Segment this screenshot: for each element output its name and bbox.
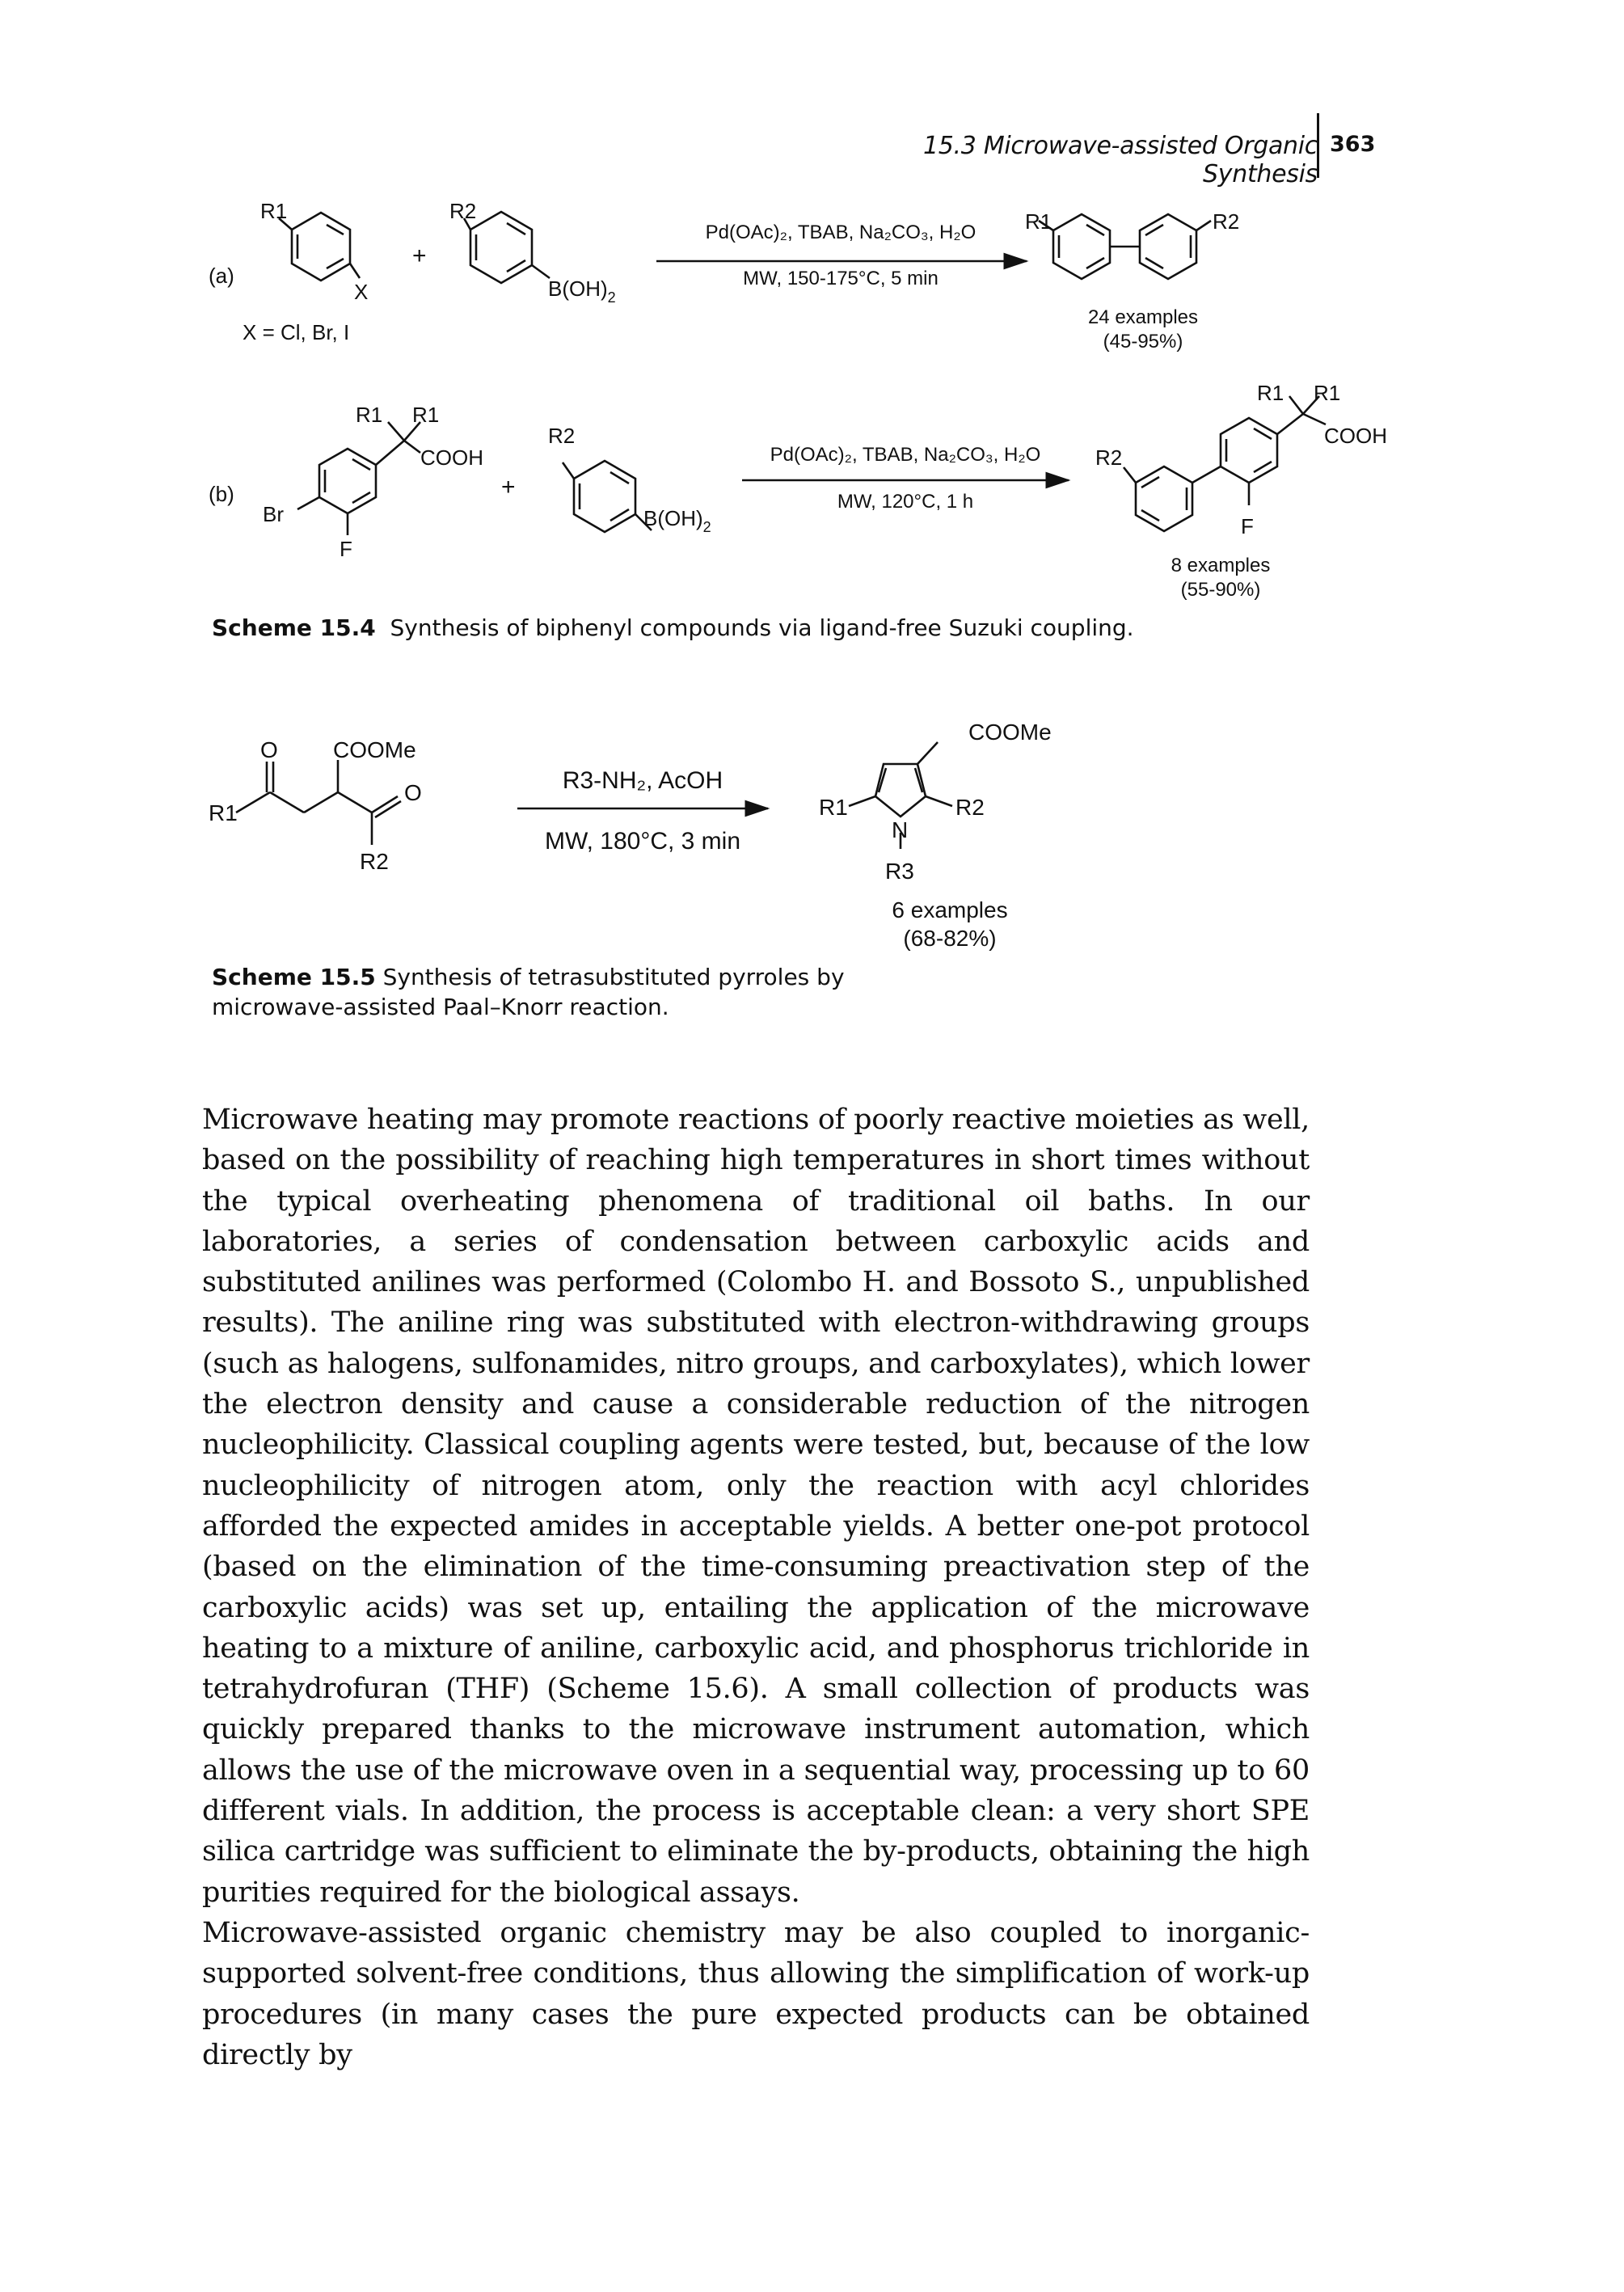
r2-label: R2: [360, 849, 389, 874]
r1-label: R1: [260, 199, 287, 223]
running-header-title: 15.3 Microwave-assisted Organic Synthesi…: [922, 132, 1318, 188]
plus-sign: +: [501, 474, 516, 500]
r2-label: R2: [955, 795, 985, 820]
body-text: Microwave heating may promote reactions …: [202, 1100, 1310, 2075]
boronic-acid-label: B(OH)2: [548, 276, 616, 306]
yield-count: 24 examples: [1088, 306, 1198, 328]
conditions-top: R3-NH₂, AcOH: [563, 767, 723, 794]
bromo-fluoro-acid-ring: [297, 421, 421, 535]
biphenyl-product-b: [1122, 395, 1327, 533]
scheme-b-label: (b): [209, 482, 234, 506]
page-number: 363: [1330, 132, 1376, 157]
conditions-bottom: MW, 150-175°C, 5 min: [743, 268, 939, 289]
cooh-label: COOH: [1324, 424, 1387, 448]
caption-label: Scheme 15.4: [212, 614, 376, 641]
coome-label: COOMe: [968, 720, 1052, 745]
boronic-acid-ring-a: [462, 210, 550, 285]
coome-label: COOMe: [333, 737, 416, 762]
cooh-label: COOH: [420, 445, 483, 470]
caption-label: Scheme 15.5: [212, 964, 376, 990]
paragraph: Microwave heating may promote reactions …: [202, 1104, 1310, 1909]
boronic-acid-label: B(OH)2: [643, 506, 711, 535]
pyrrole-product: [848, 741, 953, 849]
r1-label: R1: [412, 403, 439, 427]
yield-count: 6 examples: [892, 897, 1007, 922]
r1-label: R1: [819, 795, 848, 820]
header-divider: [1317, 113, 1319, 178]
f-label: F: [340, 537, 352, 561]
r1-label: R1: [1257, 381, 1284, 405]
r1-label: R1: [1314, 381, 1340, 405]
diketone-starting-material: [235, 760, 402, 845]
caption-text: Synthesis of biphenyl compounds via liga…: [390, 614, 1134, 641]
conditions-top: Pd(OAc)₂, TBAB, Na₂CO₃, H₂O: [770, 444, 1041, 466]
r2-label: R2: [548, 424, 575, 448]
conditions-bottom: MW, 120°C, 1 h: [837, 491, 973, 513]
r1-label: R1: [1025, 209, 1052, 234]
biphenyl-product-a: [1038, 213, 1212, 281]
caption-text: microwave-assisted Paal–Knorr reaction.: [212, 994, 669, 1020]
scheme-15-4-caption: Scheme 15.4 Synthesis of biphenyl compou…: [212, 613, 1327, 643]
yield-range: (68-82%): [903, 926, 996, 951]
conditions-top: Pd(OAc)₂, TBAB, Na₂CO₃, H₂O: [706, 222, 977, 243]
x-definition: X = Cl, Br, I: [243, 320, 349, 344]
oxygen-label: O: [260, 737, 278, 762]
conditions-bottom: MW, 180°C, 3 min: [545, 828, 740, 855]
x-label: X: [354, 280, 368, 304]
r2-label: R2: [1213, 209, 1239, 234]
yield-count: 8 examples: [1171, 555, 1271, 576]
r2-label: R2: [1095, 445, 1122, 470]
reaction-schemes-figure: (a) R1 X X = Cl, Br, I + R2 B(OH)2 Pd(OA…: [209, 199, 1387, 951]
f-label: F: [1241, 514, 1254, 538]
scheme-a-label: (a): [209, 264, 234, 288]
scheme-15-5-caption: Scheme 15.5 Synthesis of tetrasubstitute…: [212, 962, 858, 1022]
yield-range: (45-95%): [1103, 331, 1183, 352]
aryl-halide-ring: [278, 211, 361, 282]
r3-label: R3: [885, 859, 914, 884]
paragraph: Microwave-assisted organic chemistry may…: [202, 1916, 1310, 2071]
yield-range: (55-90%): [1181, 579, 1261, 601]
oxygen-label: O: [404, 780, 422, 805]
r1-label: R1: [209, 800, 238, 825]
caption-text: Synthesis of tetrasubstituted pyrroles b…: [382, 964, 845, 990]
r1-label: R1: [356, 403, 382, 427]
br-label: Br: [263, 502, 284, 526]
r2-label: R2: [449, 199, 476, 223]
nitrogen-label: N: [892, 817, 908, 842]
plus-sign: +: [412, 243, 427, 269]
boronic-acid-ring-b: [561, 459, 652, 534]
